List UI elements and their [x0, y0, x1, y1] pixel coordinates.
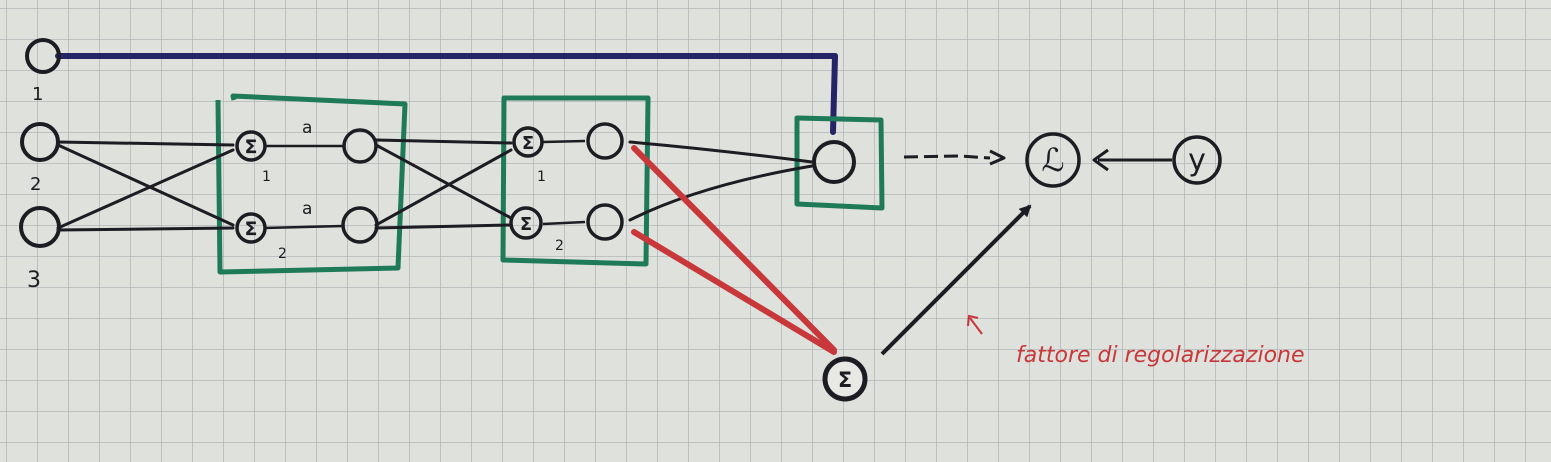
hidden-layer-1-box	[215, 93, 408, 275]
layer1-to-layer2-connections	[374, 138, 513, 230]
input-node-2	[20, 122, 60, 162]
layer2-sum-node-1	[512, 126, 544, 158]
input-to-layer1-connections	[56, 140, 235, 232]
target-symbol: y	[1188, 143, 1206, 178]
input-label-2: 2	[30, 174, 41, 195]
input-label-1: 1	[32, 84, 43, 105]
regularization-connections	[631, 145, 837, 355]
layer1-sum-symbol-2: Σ	[245, 218, 258, 240]
output-layer-box	[794, 115, 885, 211]
target-node	[1172, 135, 1222, 185]
layer1-activation-label-top: a	[302, 118, 312, 138]
regularization-pointer	[967, 314, 983, 335]
layer1-sum-symbol-1: Σ	[245, 136, 258, 158]
layer2-activation-node-2	[586, 203, 624, 241]
layer1-sum-label-1: 1	[262, 169, 271, 185]
input-node-1	[25, 38, 61, 74]
output-to-loss-arrow	[903, 154, 991, 160]
target-to-loss-arrowhead	[1092, 148, 1109, 172]
layer2-sum-label-1: 1	[537, 169, 546, 185]
regularization-label: fattore di regolarizzazione	[1016, 343, 1305, 368]
layer2-sum-label-2: 2	[555, 238, 564, 254]
output-node	[812, 140, 856, 184]
layer2-activation-node-1	[586, 122, 624, 160]
layer2-sum-symbol-2: Σ	[520, 214, 532, 235]
regularization-sum-symbol: Σ	[838, 368, 852, 392]
regularization-sum-node	[822, 356, 868, 402]
layer1-sum-to-activation	[263, 144, 344, 230]
layer2-sum-node-2	[509, 206, 543, 240]
layer2-sum-to-activation	[542, 139, 586, 226]
input-label-3: 3	[27, 268, 41, 293]
layer2-sum-symbol-1: Σ	[522, 133, 534, 154]
layer1-activation-node-1	[342, 128, 378, 164]
layer2-to-output-connections	[628, 140, 814, 222]
input-node-3	[19, 206, 61, 248]
regularization-to-loss-arrow	[880, 204, 1032, 356]
layer1-sum-node-1	[235, 130, 267, 162]
layer1-activation-node-2	[341, 206, 379, 244]
layer1-activation-label-bottom: a	[302, 199, 312, 219]
loss-symbol: ℒ	[1041, 141, 1064, 179]
hidden-layer-2-box	[500, 95, 651, 267]
bias-line-junction	[832, 53, 838, 59]
layer1-sum-node-2	[235, 212, 267, 244]
loss-node	[1025, 132, 1081, 188]
layer1-sum-label-2: 2	[278, 246, 287, 262]
output-to-loss-arrowhead	[989, 149, 1006, 166]
